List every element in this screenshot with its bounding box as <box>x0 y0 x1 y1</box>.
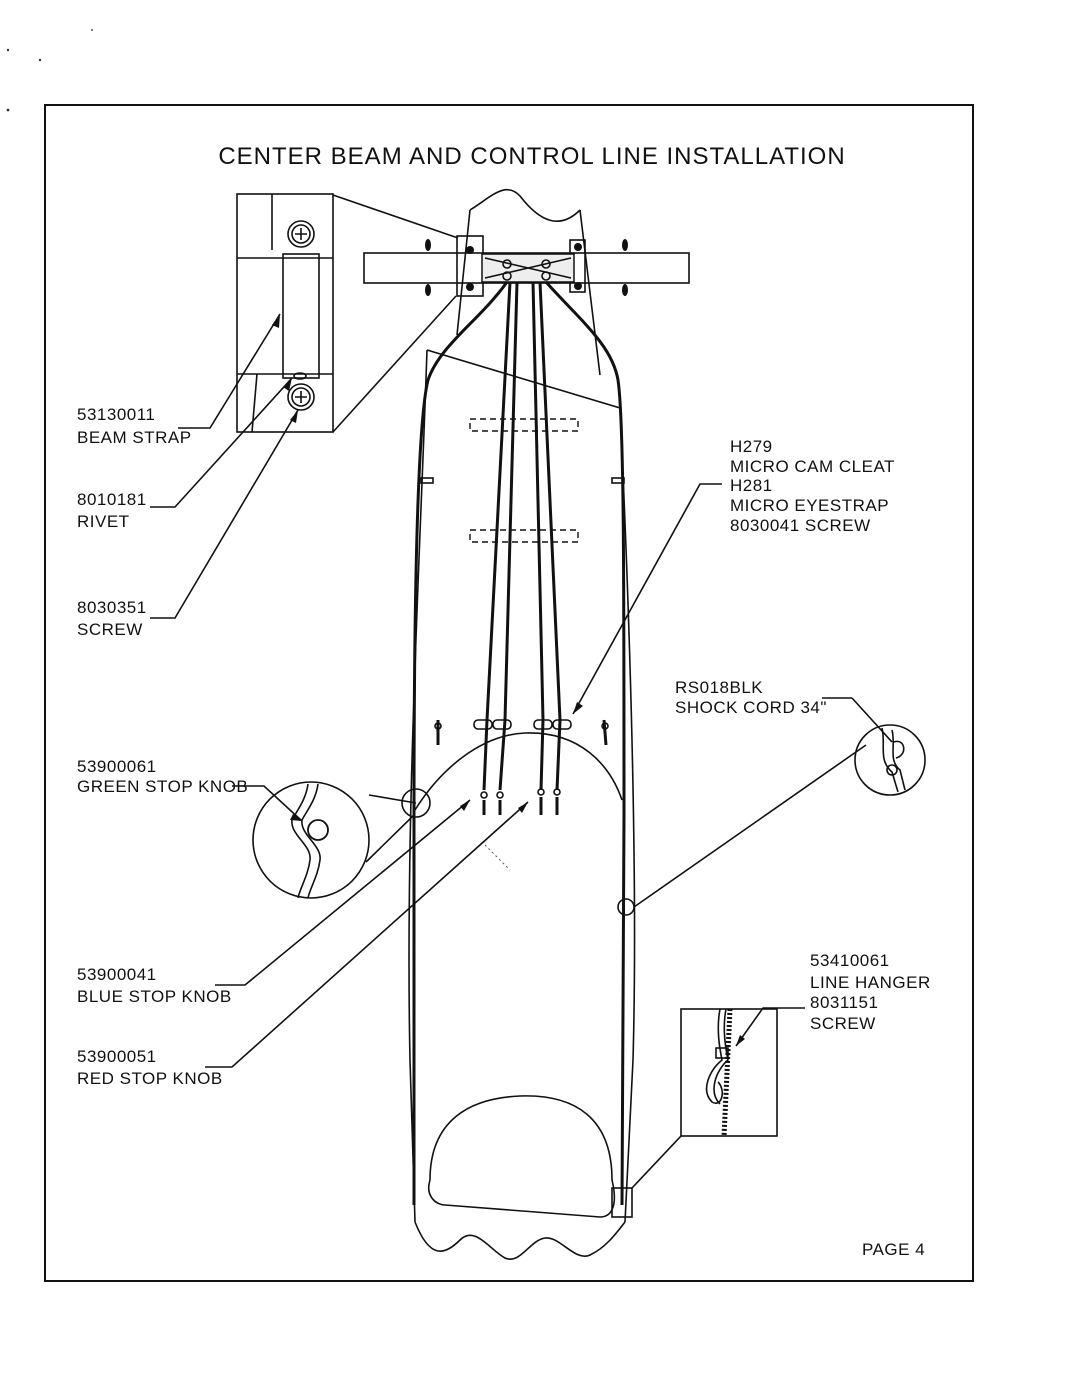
beam-strap-part: 53130011 <box>77 405 155 424</box>
beam-strap-detail <box>236 193 459 433</box>
blue-knob-part: 53900041 <box>77 965 157 984</box>
page-number: PAGE 4 <box>862 1240 925 1259</box>
screw-head-icon <box>287 383 315 411</box>
cleat-label-4: MICRO EYESTRAP <box>730 496 889 515</box>
shock-cord-detail <box>617 724 926 916</box>
screw-part: 8030351 <box>77 598 147 617</box>
line-hanger-screw-part: 8031151 <box>810 993 878 1012</box>
rivet-name: RIVET <box>77 512 130 531</box>
hull-main <box>408 349 636 1261</box>
line-hanger-name: LINE HANGER <box>810 973 931 992</box>
page-title: CENTER BEAM AND CONTROL LINE INSTALLATIO… <box>218 143 845 170</box>
line-hanger-screw-name: SCREW <box>810 1014 876 1033</box>
beam-strap-name: BEAM STRAP <box>77 428 192 447</box>
green-knob-part: 53900061 <box>77 757 157 776</box>
rivet-icon <box>293 372 307 380</box>
green-knob-detail <box>252 781 417 899</box>
line-hanger-icon <box>715 1047 729 1059</box>
blue-knob-name: BLUE STOP KNOB <box>77 987 232 1006</box>
control-lines <box>412 280 626 1206</box>
leader-lines <box>150 313 893 1068</box>
line-hanger-detail <box>611 1008 778 1218</box>
dashed-crossbar <box>469 529 579 543</box>
cleat-label-3: H281 <box>730 476 773 495</box>
shock-cord-hooks <box>420 477 625 746</box>
rivet-part: 8010181 <box>77 490 147 509</box>
hull-bow-section <box>456 189 601 376</box>
shock-cord-knot-icon <box>886 764 898 776</box>
shock-cord-part: RS018BLK <box>675 678 763 697</box>
green-knob-name: GREEN STOP KNOB <box>77 777 248 796</box>
screw-name: SCREW <box>77 620 143 639</box>
cleat-label-5: 8030041 SCREW <box>730 516 871 535</box>
stop-knobs <box>401 788 561 818</box>
scan-specks <box>6 29 93 112</box>
cleat-label-2: MICRO CAM CLEAT <box>730 457 895 476</box>
micro-cam-cleat <box>473 719 572 730</box>
screw-head-icon <box>287 220 315 248</box>
center-beam <box>363 235 690 297</box>
cleat-label-1: H279 <box>730 437 773 456</box>
shock-cord-name: SHOCK CORD 34" <box>675 698 827 717</box>
dashed-crossbar <box>469 418 579 432</box>
red-knob-part: 53900051 <box>77 1047 157 1066</box>
green-stop-knob-icon <box>307 819 329 841</box>
red-knob-name: RED STOP KNOB <box>77 1069 223 1088</box>
page-border <box>44 104 974 1282</box>
line-hanger-part: 53410061 <box>810 951 890 970</box>
